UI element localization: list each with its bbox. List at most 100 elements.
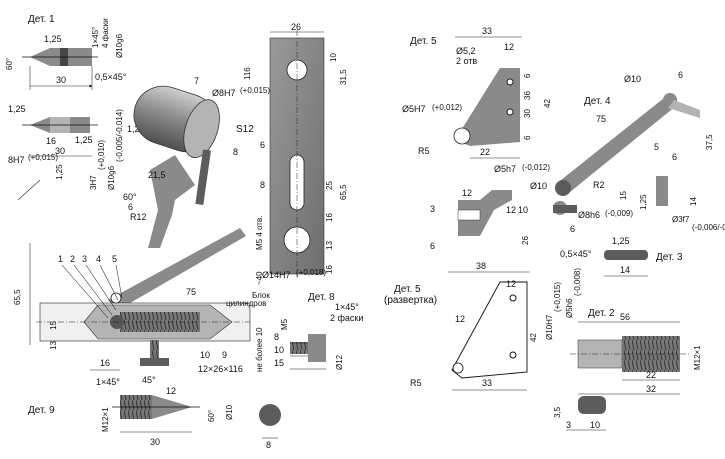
det4-d10b: Ø10	[530, 181, 547, 191]
det4-tip	[668, 100, 700, 118]
det5-d5h7: Ø5H7	[402, 104, 426, 114]
det9-ch: 1×45°	[96, 377, 120, 387]
fork-d12b: 12	[506, 205, 516, 215]
tip-r125: 1,25	[8, 104, 26, 114]
det2-h35: 3,5	[553, 406, 562, 418]
tip-group: 1,25 1,25 1,25 16 30 3H7 (+0,010) Ø10g6 …	[8, 104, 145, 201]
det8-d15: 15	[274, 358, 284, 368]
det5-pivot	[453, 127, 471, 145]
det5-title: Дет. 5	[410, 36, 437, 47]
callout-7: 7	[194, 76, 199, 86]
assembly-d40: ~40	[255, 271, 264, 285]
det2-w3: 3	[566, 420, 571, 430]
det2-end-view	[578, 396, 606, 414]
tip-r125b: 1,25	[75, 135, 93, 145]
det2-w56: 56	[620, 312, 630, 322]
det9-a60: 60°	[207, 410, 216, 422]
dev5-hole	[452, 362, 464, 374]
det4-d125: 1,25	[639, 194, 648, 210]
plate-d14-tol: (+0,018)	[296, 268, 326, 277]
det4-d6c: 6	[570, 224, 575, 234]
plate-h16: 16	[325, 213, 334, 222]
det3-ch: 0,5×45°	[560, 249, 592, 259]
det1-chamfer-b: 4 фаски	[101, 18, 110, 48]
det9-d10: Ø10	[225, 404, 234, 420]
det4-d10: Ø10	[624, 74, 641, 84]
det2-w10: 10	[590, 420, 600, 430]
det9-a45: 45°	[142, 375, 156, 385]
tip-len16: 16	[46, 136, 56, 146]
det4-r2: R2	[593, 180, 605, 190]
det4-pin	[656, 176, 668, 206]
assembly-d13: 13	[49, 341, 58, 350]
det4-d75: 75	[596, 114, 606, 124]
callout-3: 3	[82, 254, 87, 264]
det3-r125: 1,25	[612, 236, 630, 246]
det9-group: Дет. 9 1×45° 45° 12 M12×1 60° Ø10 30 8	[28, 375, 281, 450]
det9-len30: 30	[150, 437, 160, 447]
dev5-d10h7: Ø10H7	[545, 314, 554, 340]
det4-d6: 6	[678, 70, 683, 80]
lever	[108, 228, 246, 310]
det2-d5-tol: (-0,008)	[573, 268, 582, 296]
fork-d10: 10	[518, 205, 528, 215]
det4-d14: 14	[689, 197, 698, 206]
callout-9: 9	[222, 350, 227, 360]
det5-h42: 42	[543, 99, 552, 108]
det2-title: Дет. 2	[588, 308, 615, 319]
dev5-w33: 33	[482, 378, 492, 388]
det1-group: Дет. 1 1,25 60° 1×45° 4 фаски Ø10g6 30 0…	[5, 14, 127, 90]
plate-d8h7: Ø8H7	[212, 88, 236, 98]
det8-m5: M5	[280, 318, 289, 330]
det5-r5: R5	[418, 146, 430, 156]
assembly-group: 1 2 3 4 5 6 7 8 9 10 65,5 15 13 16 75 ~4…	[13, 76, 270, 374]
det1-title: Дет. 1	[28, 14, 55, 25]
tip-d3-tol: (+0,010)	[97, 140, 106, 170]
det5-d5-tol: (+0,012)	[432, 103, 462, 112]
fork-d26: 26	[521, 236, 530, 245]
plate-h16b: 16	[325, 265, 334, 274]
plate-m5: M5 4 отв.	[255, 216, 264, 250]
callout-1: 1	[58, 254, 63, 264]
det4-d15: 15	[619, 191, 628, 200]
block-label-2: цилиндров	[226, 299, 266, 308]
det4-arm	[556, 98, 676, 192]
clamp-screw	[150, 340, 159, 360]
lever-pivot	[110, 292, 122, 304]
det4-pivot	[555, 180, 571, 196]
plate-d14h7: Ø14H7	[262, 270, 291, 280]
det4-d3-tol: (-0,006/-0,016)	[692, 223, 725, 232]
fork-body	[458, 190, 512, 236]
det5-d52: Ø5,2	[456, 46, 476, 56]
det1-chamfer-a: 1×45°	[91, 27, 100, 48]
det2-w22: 22	[646, 370, 656, 380]
dev5-body	[451, 281, 528, 379]
det9-title: Дет. 9	[28, 405, 55, 416]
det8-ch2: 2 фаски	[330, 313, 363, 323]
det8-title: Дет. 8	[308, 292, 335, 303]
bracket-arm	[148, 155, 195, 248]
tip-d10: Ø10g6	[107, 165, 116, 190]
plate-h13: 13	[325, 241, 334, 250]
det1-length: 30	[56, 75, 66, 85]
det5-w33: 33	[482, 26, 492, 36]
block-thread: 12×26×116	[198, 364, 243, 374]
indicator-stem	[195, 149, 211, 206]
det2-m12: M12×1	[693, 345, 702, 370]
det5-h6: 6	[523, 73, 532, 78]
det8-thread	[290, 342, 308, 354]
fork-group: 12 3 6 12 10 26	[430, 188, 530, 251]
plate-d8-tol: (+0,015)	[240, 86, 270, 95]
assembly-d16: 16	[100, 358, 110, 368]
callout-8: 8	[233, 147, 238, 157]
det8-head	[308, 334, 326, 362]
plate-h315: 31,5	[339, 69, 348, 85]
plate-h6: 6	[260, 140, 265, 150]
dial-indicator	[133, 85, 220, 159]
det5-h36: 36	[523, 91, 532, 100]
assembly-a60: 60°	[123, 192, 137, 202]
plate-w26: 26	[291, 22, 301, 32]
det3-len14: 14	[620, 265, 630, 275]
det4-d5-tol: (-0,012)	[522, 163, 550, 172]
det2-group: Дет. 2 56 Ø5h6 (-0,008) M12×1 22 32 3,5 …	[553, 268, 702, 431]
